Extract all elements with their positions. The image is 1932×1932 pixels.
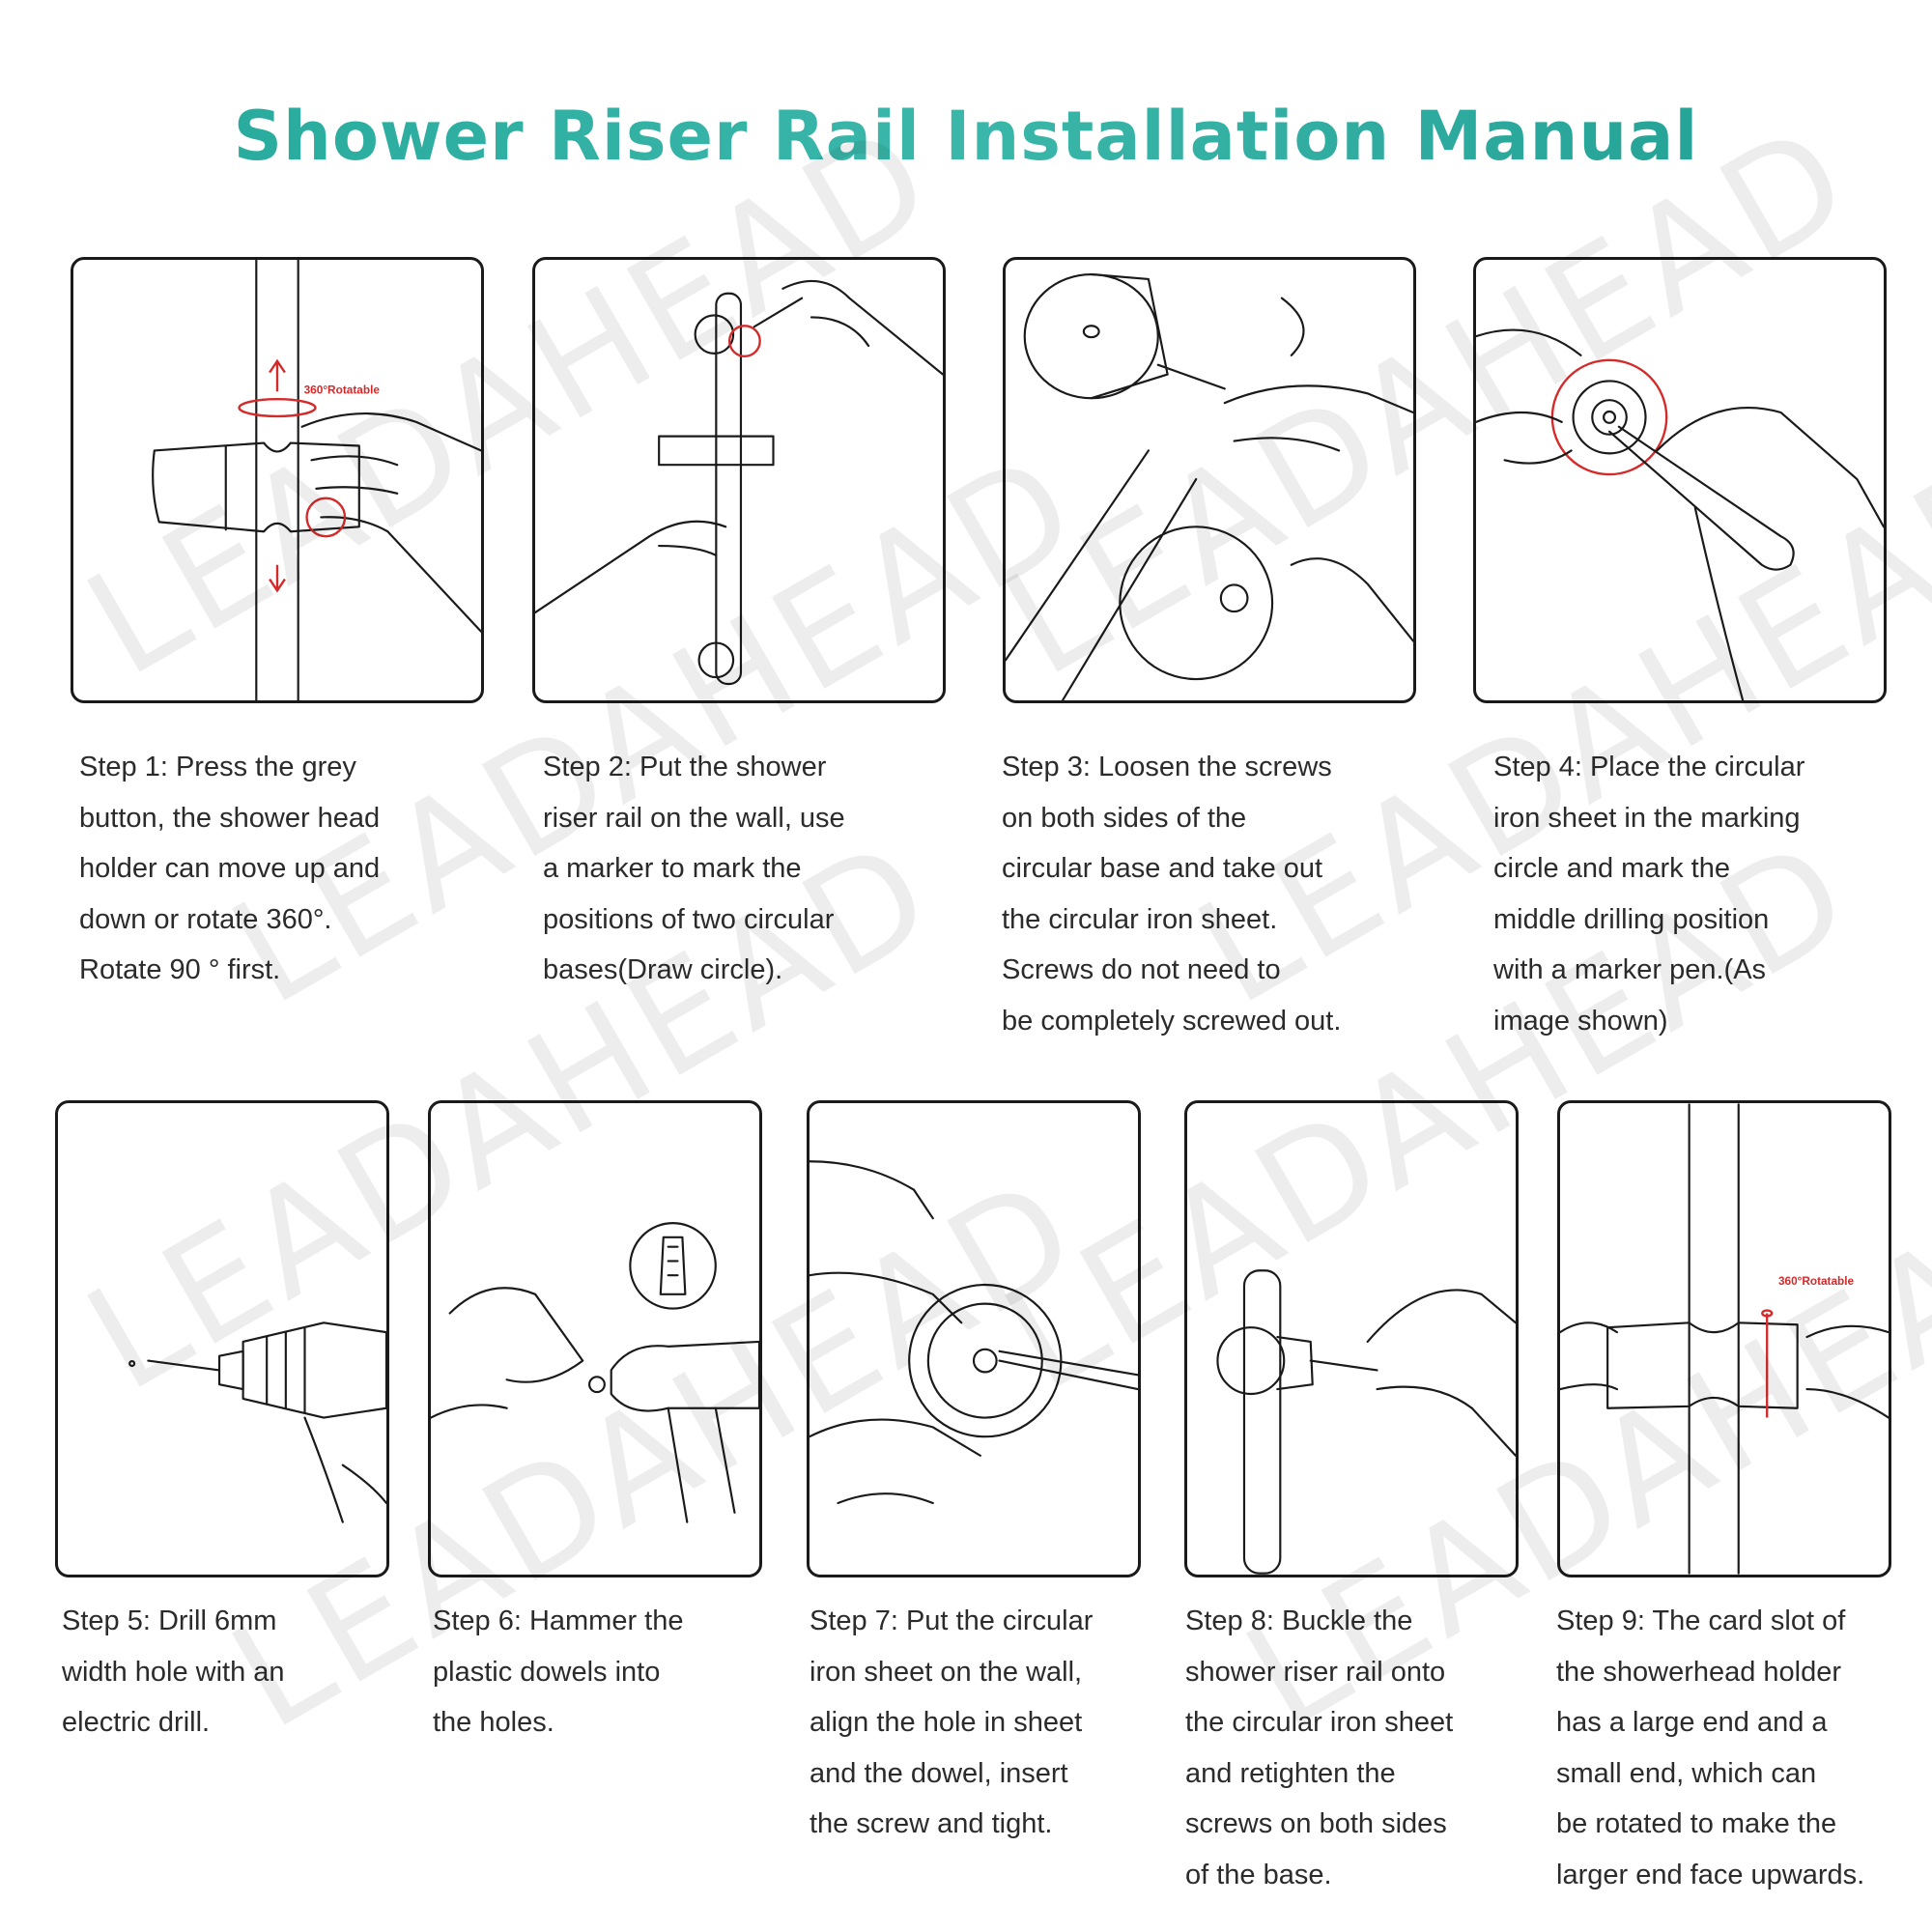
step-4-caption: Step 4: Place the circular iron sheet in…	[1493, 752, 1805, 1037]
page-title: Shower Riser Rail Installation Manual	[0, 97, 1932, 176]
step-4-illustration	[1473, 257, 1887, 703]
rotatable-label: 360°Rotatable	[304, 383, 381, 396]
step-2-illustration	[532, 257, 946, 703]
step-3-illustration	[1003, 257, 1416, 703]
step-7-caption: Step 7: Put the circular iron sheet on t…	[810, 1605, 1094, 1839]
step-1-caption: Step 1: Press the grey button, the showe…	[79, 752, 381, 985]
rotatable-label-step-9: 360°Rotatable	[1778, 1275, 1854, 1288]
step-9-caption: Step 9: The card slot of the showerhead …	[1556, 1605, 1865, 1890]
step-5-caption: Step 5: Drill 6mm width hole with an ele…	[62, 1605, 285, 1738]
step-2-caption: Step 2: Put the shower riser rail on the…	[543, 752, 845, 985]
step-9-illustration: 360°Rotatable	[1557, 1100, 1891, 1577]
step-7-illustration	[807, 1100, 1141, 1577]
step-8-caption: Step 8: Buckle the shower riser rail ont…	[1185, 1605, 1454, 1890]
step-8-illustration	[1184, 1100, 1519, 1577]
step-6-illustration	[428, 1100, 762, 1577]
step-6-caption: Step 6: Hammer the plastic dowels into t…	[433, 1605, 684, 1738]
step-3-caption: Step 3: Loosen the screws on both sides …	[1002, 752, 1342, 1037]
step-1-illustration: 360°Rotatable	[71, 257, 484, 703]
step-5-illustration	[55, 1100, 389, 1577]
